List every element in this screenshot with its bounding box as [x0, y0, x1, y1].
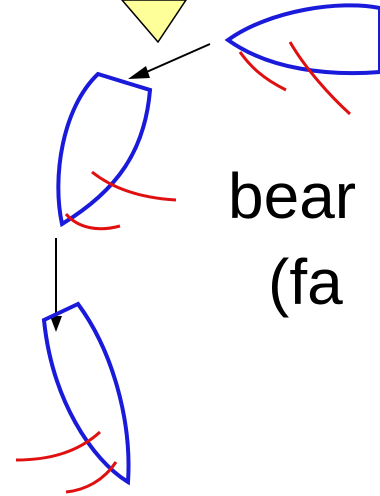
sheet-line [238, 51, 287, 92]
sheet-line [65, 461, 118, 494]
sail-shape-middle [56, 71, 177, 231]
caption-line-1: bear [228, 160, 356, 232]
sheet-line [64, 212, 121, 231]
caption-line-2: (fa [268, 246, 343, 318]
sail-shape-top [224, 3, 380, 116]
sheet-line [91, 170, 177, 202]
sheet-line [288, 41, 352, 116]
sheet-line [15, 430, 102, 462]
sail-shape-bottom [15, 301, 131, 494]
arrow-middle-to-bottom [50, 238, 62, 332]
callout-pointer [121, 0, 187, 44]
arrow-top-to-middle [128, 43, 211, 79]
